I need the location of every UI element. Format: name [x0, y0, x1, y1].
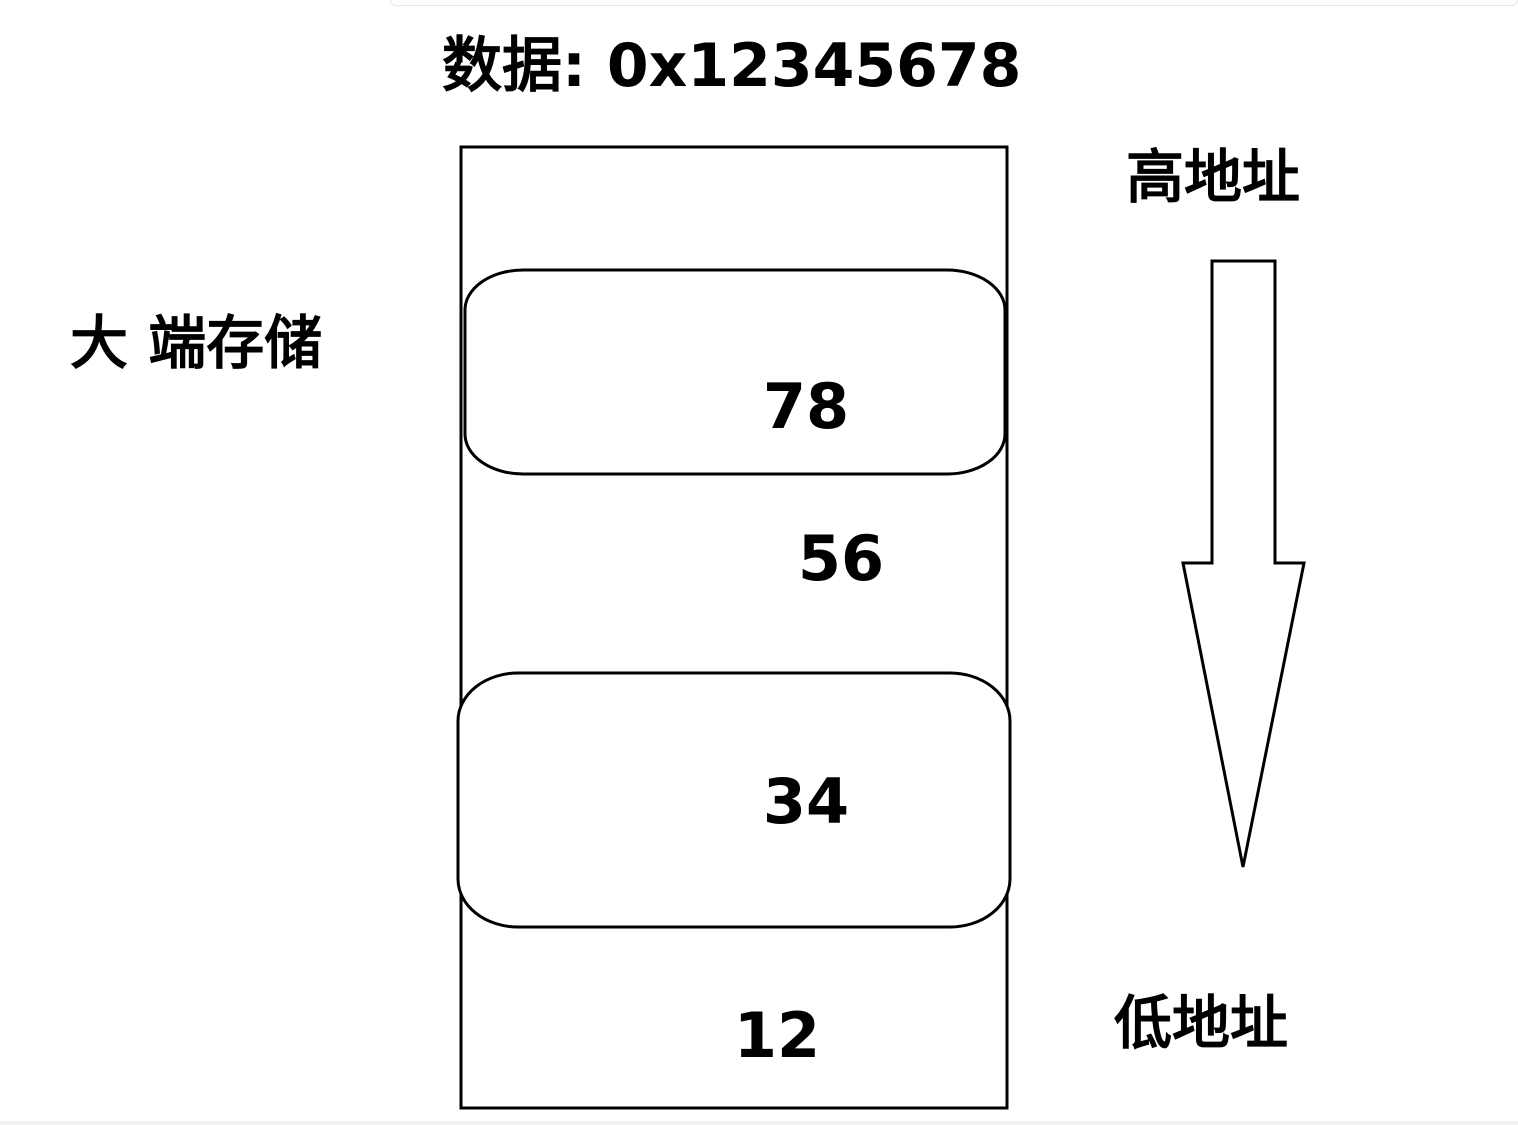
- byte-highlight-34: [456, 671, 1012, 929]
- byte-value-78: 78: [763, 370, 849, 443]
- data-title: 数据: 0x12345678: [442, 31, 1022, 101]
- byte-value-34: 34: [763, 765, 849, 838]
- byte-value-56: 56: [798, 522, 884, 595]
- memory-column: [459, 145, 1009, 1110]
- byte-value-12: 12: [734, 999, 820, 1072]
- storage-mode-label: 大 端存储: [70, 309, 323, 377]
- window-bottom-edge: [0, 1121, 1518, 1125]
- arrow-down-icon: [1181, 259, 1306, 868]
- byte-highlight-78: [463, 268, 1007, 476]
- high-address-label: 高地址: [1126, 143, 1301, 211]
- low-address-label: 低地址: [1114, 989, 1289, 1057]
